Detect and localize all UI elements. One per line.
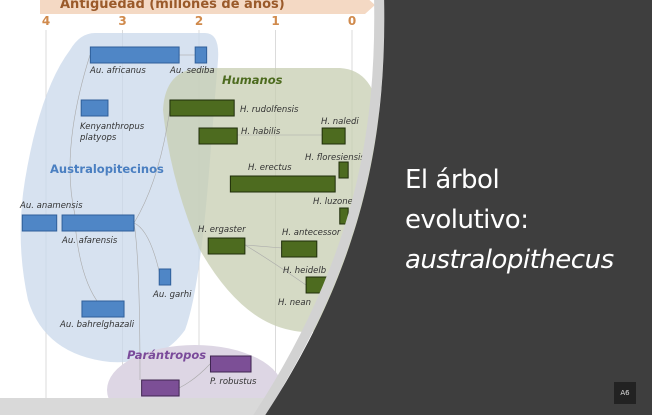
- circle-frame-ring: [253, 0, 385, 415]
- title-line-2: evolutivo:: [405, 205, 529, 235]
- species-bar: [21, 214, 58, 232]
- species-bar: [141, 379, 180, 397]
- group-label-australopitecinos: Australopitecinos: [50, 162, 164, 176]
- species-label: Au. sediba: [169, 66, 215, 76]
- species-bar: [229, 175, 336, 193]
- species-bar: [198, 127, 238, 145]
- tree-branches: [69, 54, 322, 389]
- species-label: H. nean: [278, 298, 311, 308]
- species-bar: [207, 237, 246, 255]
- axis-title: Antigüedad (millones de años): [60, 0, 285, 12]
- axis-tick-label: 1: [271, 14, 279, 28]
- dark-panel: [265, 0, 652, 415]
- species-label: H. antecessor: [282, 228, 341, 238]
- species-bar: [169, 99, 235, 117]
- slide-number-badge: A6: [614, 382, 636, 404]
- group-label-parantropos: Parántropos: [127, 348, 206, 362]
- species-bar: [281, 240, 318, 258]
- species-label: H. luzone: [313, 197, 353, 207]
- slide-title: El árbol evolutivo: australopithecus: [405, 160, 614, 280]
- species-label: Au. garhi: [152, 290, 192, 300]
- axis-tick-label: 4: [42, 14, 50, 28]
- species-label: H. naledi: [321, 117, 359, 127]
- species-label: Au. afarensis: [61, 236, 118, 246]
- axis-tick-label: 3: [118, 14, 126, 28]
- species-bar: [321, 127, 346, 145]
- species-label: H. ergaster: [198, 225, 246, 235]
- axis-header-band: [40, 0, 375, 14]
- species-bar: [158, 268, 172, 286]
- species-label: H. heidelb: [283, 266, 326, 276]
- species-label: Au. bahrelghazali: [59, 320, 135, 330]
- species-bar: [89, 46, 180, 64]
- species-bar: [61, 214, 135, 232]
- species-bar: [209, 355, 252, 373]
- species-label: Au. africanus: [89, 66, 146, 76]
- title-line-1: El árbol: [405, 165, 500, 195]
- species-label: Au. anamensis: [19, 201, 83, 211]
- species-label: P. robustus: [210, 377, 257, 387]
- species-label: H. floresiensis: [305, 153, 365, 163]
- title-line-3: australopithecus: [405, 245, 614, 275]
- species-bar: [81, 300, 125, 318]
- species-label: H. habilis: [241, 127, 281, 137]
- species-bar: [80, 99, 109, 117]
- species-bar: [338, 161, 349, 179]
- species-bar: [194, 46, 208, 64]
- group-label-humanos: Humanos: [222, 73, 283, 87]
- axis-tick-label: 2: [195, 14, 203, 28]
- axis-tick-label: 0: [348, 14, 356, 28]
- species-label: H. rudolfensis: [240, 105, 299, 115]
- species-label: H. erectus: [248, 163, 292, 173]
